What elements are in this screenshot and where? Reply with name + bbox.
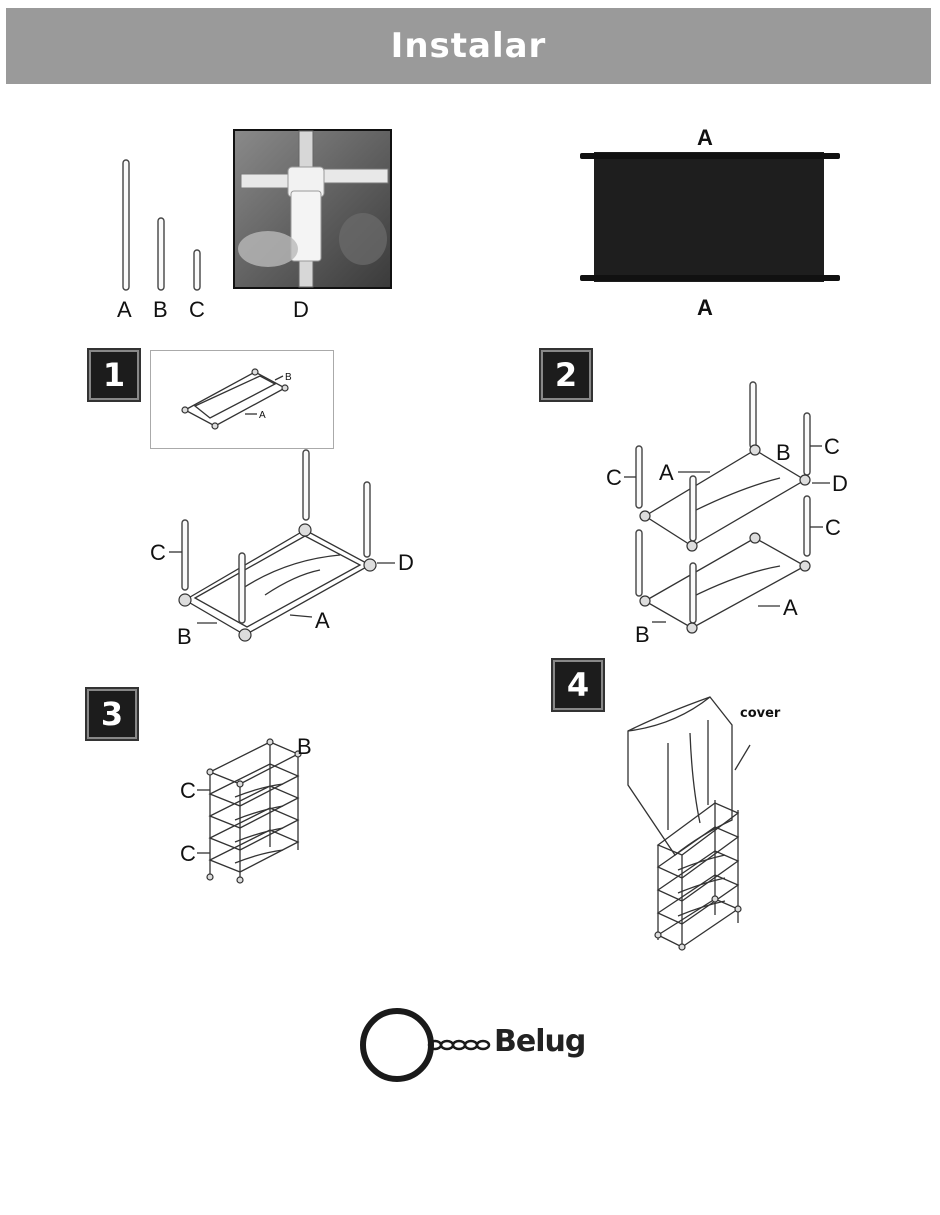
step-1-number: 1 bbox=[102, 356, 126, 394]
step-3-diagram: B C C bbox=[180, 734, 312, 884]
connector-d-label: D bbox=[293, 297, 309, 322]
step-4-badge: 4 bbox=[553, 660, 603, 710]
step-1-label-a: A bbox=[315, 608, 330, 633]
step-3-label-c-bottom: C bbox=[180, 841, 196, 866]
panel-top-label: A bbox=[697, 125, 713, 150]
logo-keyring-icon bbox=[360, 1008, 491, 1082]
step-4-cover-label: cover bbox=[740, 706, 781, 721]
pole-b-label: B bbox=[153, 297, 168, 322]
step-2-number: 2 bbox=[554, 356, 578, 394]
step-2-label-d: D bbox=[832, 471, 848, 496]
step-1-label-c: C bbox=[150, 540, 166, 565]
connector-photo: D bbox=[233, 129, 392, 322]
step-2-diagram: C A B C D C B A bbox=[606, 381, 848, 647]
page-header: Instalar bbox=[6, 8, 931, 84]
step-1-label-b: B bbox=[177, 624, 192, 649]
pole-c bbox=[193, 249, 201, 291]
step-3-label-c-top: C bbox=[180, 778, 196, 803]
step-1-inset-label-b: B bbox=[285, 372, 292, 383]
step-1-diagram: C D B A bbox=[150, 449, 414, 649]
pole-a bbox=[122, 159, 130, 291]
brand-logo-text: Belug bbox=[494, 1024, 586, 1059]
step-2-label-c-top: C bbox=[824, 434, 840, 459]
parts-poles: A B C bbox=[117, 159, 205, 322]
step-3-label-b: B bbox=[297, 734, 312, 759]
step-3-number: 3 bbox=[100, 695, 124, 733]
step-2-label-b-bottom: B bbox=[635, 622, 650, 647]
step-2-label-a-bottom: A bbox=[783, 595, 798, 620]
step-4-number: 4 bbox=[566, 666, 590, 704]
step-2-label-b-top: B bbox=[776, 440, 791, 465]
panel-bottom-label: A bbox=[697, 295, 713, 320]
step-2-label-c-mid: C bbox=[825, 515, 841, 540]
step-1-label-d: D bbox=[398, 550, 414, 575]
page-title: Instalar bbox=[390, 26, 547, 66]
pole-b bbox=[157, 217, 165, 291]
pole-c-label: C bbox=[189, 297, 205, 322]
step-1-inset: B A bbox=[150, 350, 334, 449]
step-2-label-c-left: C bbox=[606, 465, 622, 490]
step-4-diagram bbox=[627, 696, 751, 951]
step-2-label-a-top: A bbox=[659, 460, 674, 485]
shelf-panel: A A bbox=[580, 125, 840, 320]
step-1-inset-label-a: A bbox=[259, 410, 266, 421]
step-2-badge: 2 bbox=[541, 350, 591, 400]
step-3-badge: 3 bbox=[87, 689, 137, 739]
step-1-badge: 1 bbox=[89, 350, 139, 400]
pole-a-label: A bbox=[117, 297, 132, 322]
